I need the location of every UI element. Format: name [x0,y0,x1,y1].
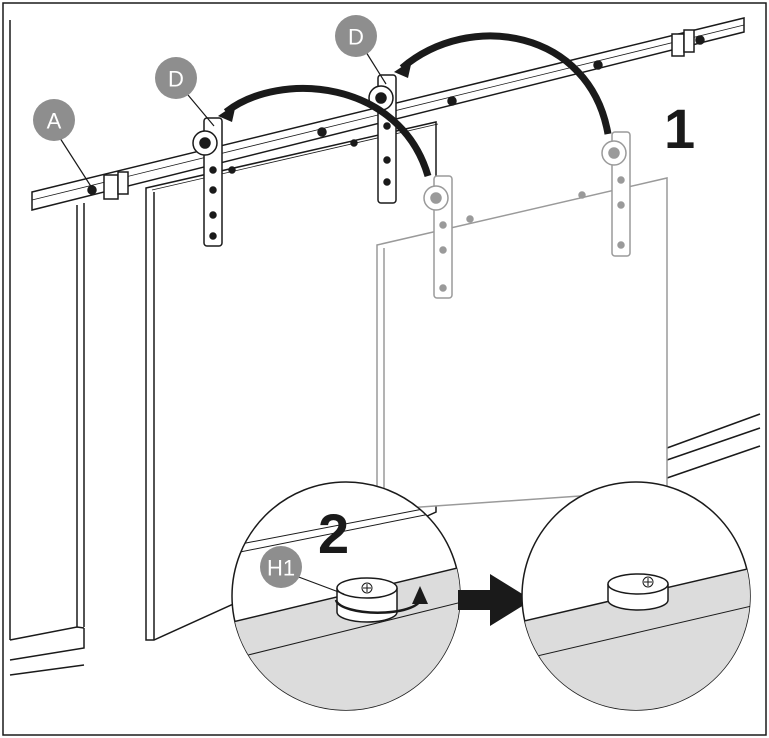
callout-a-label: A [47,109,62,134]
callout-h1: H1 [260,546,302,588]
callout-a: A [33,99,75,141]
roller-hanger-right-faded [601,131,631,257]
callout-leaders [57,51,387,189]
rail-stopper-right [671,29,695,57]
roller-hanger-left [192,117,223,247]
floor-guide-icon [336,577,398,623]
movement-arcs [218,32,612,177]
right-arrow-icon [458,574,532,626]
rotate-arrow-icon [334,586,428,614]
rail-stopper-left [103,171,129,200]
callout-h1-label: H1 [267,556,295,581]
floor-guide-installed-icon [607,573,669,611]
callout-d-right-label: D [348,25,364,50]
callout-h1-leader [295,575,345,595]
callout-d-right: D [335,15,377,57]
step-number-1: 1 [664,97,695,160]
step-number-2: 2 [318,502,349,565]
wall-lines [9,20,761,676]
roller-hanger-right [368,74,397,204]
detail-circle-left: 2 H1 [231,481,461,711]
detail-circle-right [521,481,751,711]
callout-d-left: D [155,57,197,99]
roller-hanger-left-faded [423,175,453,299]
callout-d-left-label: D [168,67,184,92]
